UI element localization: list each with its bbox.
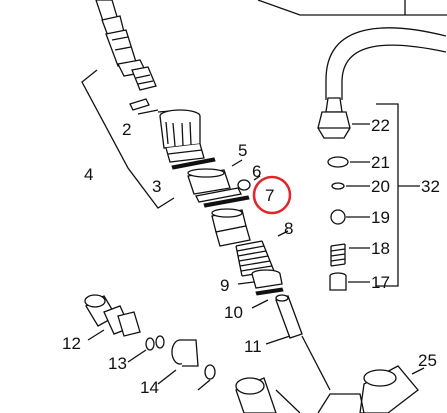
label-25: 25 bbox=[418, 351, 437, 370]
label-3: 3 bbox=[152, 177, 161, 196]
label-11: 11 bbox=[244, 337, 262, 356]
part-19-ball bbox=[330, 209, 370, 225]
top-housing bbox=[257, 0, 447, 16]
label-6: 6 bbox=[252, 162, 261, 181]
label-21: 21 bbox=[371, 153, 390, 172]
part-25-tube bbox=[359, 365, 425, 413]
part-2-pin bbox=[129, 98, 172, 115]
part-20-ring bbox=[331, 182, 370, 190]
part-12-connector bbox=[84, 294, 141, 341]
label-19: 19 bbox=[371, 208, 390, 227]
part-9-valve bbox=[237, 269, 283, 289]
label-32: 32 bbox=[421, 177, 440, 196]
label-18: 18 bbox=[371, 239, 390, 258]
label-17: 17 bbox=[371, 273, 390, 292]
hose bbox=[325, 27, 447, 100]
part-14-fitting bbox=[157, 339, 199, 385]
label-12: 12 bbox=[62, 334, 81, 353]
part-18-spring bbox=[330, 243, 370, 267]
part-22-nozzle bbox=[317, 97, 370, 139]
label-7: 7 bbox=[265, 186, 274, 205]
label-13: 13 bbox=[108, 354, 127, 373]
bracket-4 bbox=[81, 69, 175, 209]
label-9: 9 bbox=[220, 276, 229, 295]
part-10-oring bbox=[251, 287, 284, 309]
bottom-body bbox=[317, 393, 365, 413]
part-3-nut bbox=[159, 109, 216, 170]
label-8: 8 bbox=[284, 219, 293, 238]
label-22: 22 bbox=[371, 116, 390, 135]
part-21-oring bbox=[327, 156, 370, 168]
highlight-circle bbox=[252, 175, 292, 215]
lance-shaft bbox=[95, 0, 157, 91]
lower-fittings bbox=[197, 364, 301, 413]
part-11-pin bbox=[265, 294, 331, 391]
label-14: 14 bbox=[140, 378, 159, 397]
label-10: 10 bbox=[224, 303, 243, 322]
part-7-seat bbox=[211, 208, 251, 247]
part-13-orings bbox=[127, 335, 165, 363]
part-5-cylinder bbox=[187, 159, 243, 195]
label-2: 2 bbox=[122, 120, 131, 139]
bracket-32 bbox=[376, 103, 420, 287]
label-20: 20 bbox=[371, 177, 390, 196]
part-17-cap bbox=[329, 272, 370, 291]
label-4: 4 bbox=[84, 165, 93, 184]
part-6-washers bbox=[195, 175, 261, 208]
label-5: 5 bbox=[238, 141, 247, 160]
